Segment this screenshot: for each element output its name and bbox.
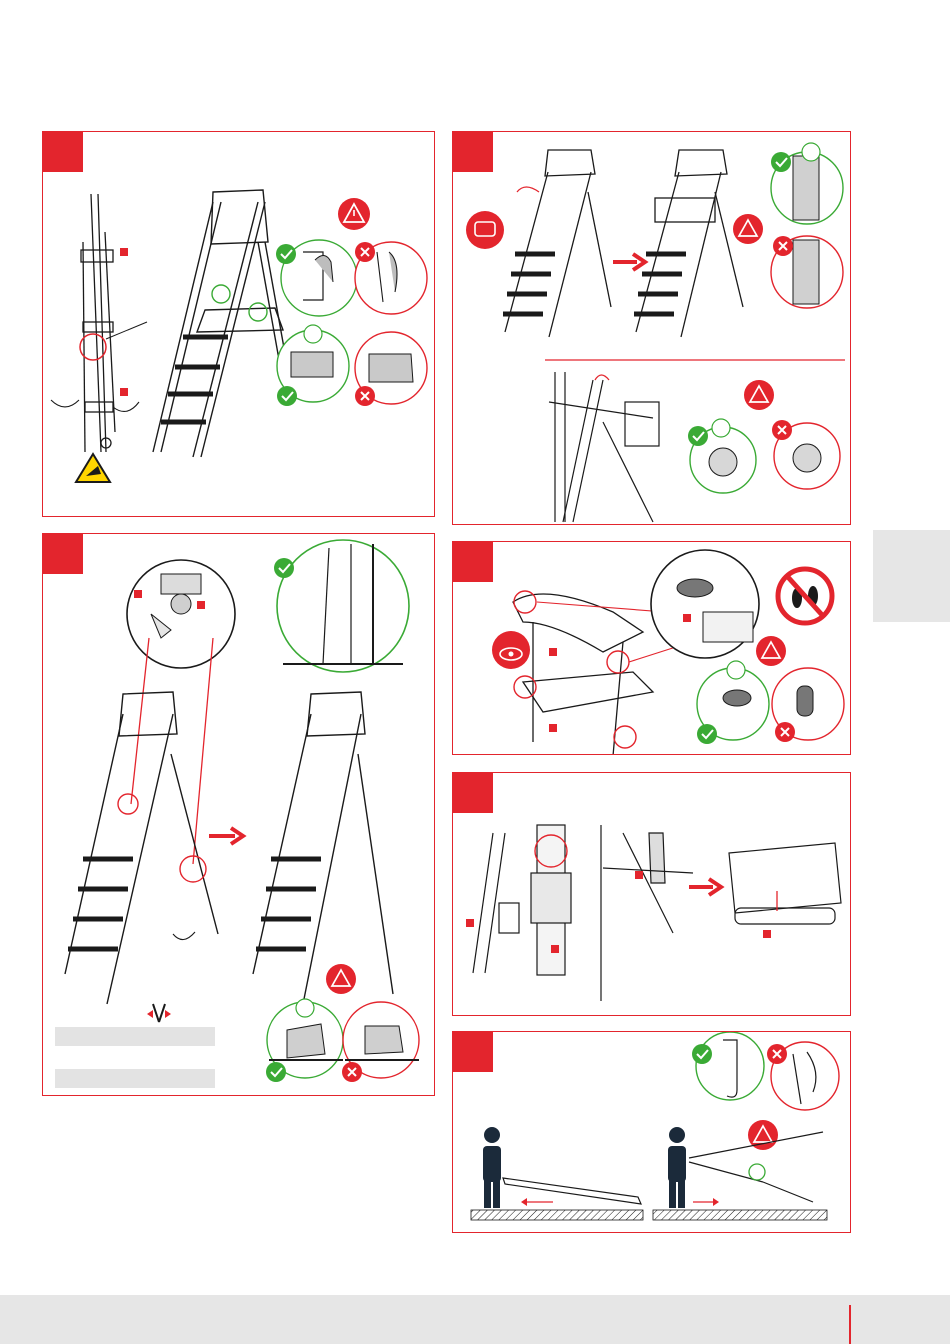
warning-icon bbox=[744, 380, 774, 410]
check-icon bbox=[697, 724, 717, 744]
page-footer-marker bbox=[849, 1305, 851, 1344]
placeholder-bar-2 bbox=[55, 1069, 215, 1088]
step-panel-set-feet bbox=[42, 533, 435, 1096]
release-illustration bbox=[453, 773, 851, 1016]
cross-icon bbox=[355, 242, 375, 262]
ladder-set-feet bbox=[253, 692, 393, 1004]
rail-close-up bbox=[549, 372, 659, 522]
handle-grip-icon bbox=[466, 211, 504, 249]
check-icon bbox=[692, 1044, 712, 1064]
open-ladder-drawing bbox=[153, 190, 291, 457]
arrow-right-icon bbox=[209, 828, 243, 844]
label-marker-b bbox=[120, 388, 128, 396]
tray-lock-illustration bbox=[453, 542, 851, 755]
detail-lever-circle bbox=[651, 550, 759, 658]
cross-icon bbox=[342, 1062, 362, 1082]
check-icon bbox=[688, 426, 708, 446]
no-standing-icon bbox=[778, 569, 832, 623]
page-footer-bar bbox=[0, 1295, 950, 1344]
rotate-arrow-right bbox=[113, 402, 139, 411]
arrow-right-icon bbox=[689, 879, 721, 895]
check-icon bbox=[274, 558, 294, 578]
step-panel-unfold bbox=[42, 131, 435, 517]
step-panel-carry bbox=[452, 1031, 851, 1233]
unfold-illustration bbox=[43, 132, 435, 517]
step-panel-lock-rail bbox=[452, 131, 851, 525]
cross-icon bbox=[772, 420, 792, 440]
step-panel-release bbox=[452, 772, 851, 1016]
ladder-after bbox=[636, 150, 743, 337]
tray-release-drawing bbox=[729, 843, 841, 924]
person-icon bbox=[668, 1127, 686, 1208]
label-marker-a bbox=[120, 248, 128, 256]
section-side-tab bbox=[873, 530, 950, 622]
step-panel-tray-lock bbox=[452, 541, 851, 755]
warning-icon bbox=[326, 964, 356, 994]
detail-hook-ok bbox=[696, 1032, 764, 1100]
eye-inspection-icon bbox=[492, 631, 530, 669]
tray-drawing bbox=[513, 594, 653, 755]
hand-crush-hazard-icon bbox=[76, 454, 110, 482]
ladder-carried-flat bbox=[503, 1178, 641, 1204]
cross-icon bbox=[775, 722, 795, 742]
ladder-before-steps bbox=[503, 254, 555, 314]
person-icon bbox=[483, 1127, 501, 1208]
folded-ladder-drawing bbox=[81, 194, 115, 452]
ladder-before bbox=[505, 150, 611, 337]
check-icon bbox=[771, 152, 791, 172]
cross-icon bbox=[773, 236, 793, 256]
arrow-right-icon bbox=[613, 254, 645, 270]
check-icon bbox=[276, 244, 296, 264]
ladder-height-icon bbox=[147, 1004, 171, 1022]
warning-icon bbox=[338, 198, 370, 230]
check-icon bbox=[266, 1062, 286, 1082]
ladder-set-feet-steps bbox=[256, 859, 321, 949]
placeholder-bar-1 bbox=[55, 1027, 215, 1046]
hook-close-up bbox=[603, 833, 693, 933]
rotate-arrow-left bbox=[51, 400, 79, 407]
detail-wall-ok bbox=[277, 540, 409, 672]
check-icon bbox=[277, 386, 297, 406]
cross-icon bbox=[355, 386, 375, 406]
detail-hinge-circle bbox=[127, 560, 235, 668]
carry-illustration bbox=[453, 1032, 851, 1233]
lock-rail-illustration bbox=[453, 132, 851, 525]
set-feet-illustration bbox=[43, 534, 435, 1096]
ladder-folded-feet bbox=[65, 692, 218, 1004]
warning-icon bbox=[733, 214, 763, 244]
cross-icon bbox=[767, 1044, 787, 1064]
warning-icon bbox=[756, 636, 786, 666]
